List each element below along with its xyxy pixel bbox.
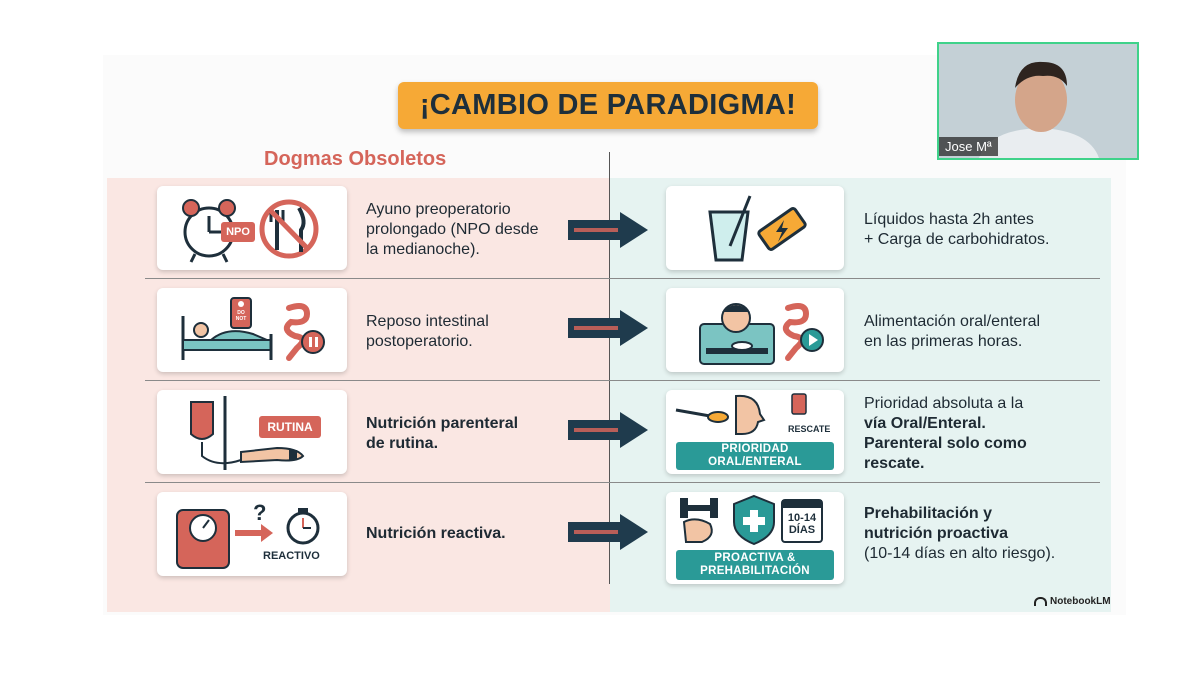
npo-card: NPO — [157, 186, 347, 270]
question-mark-icon: ? — [253, 500, 266, 525]
patient-eating-icon — [699, 303, 775, 365]
glass-water-icon — [708, 195, 752, 262]
row-divider — [145, 380, 1100, 381]
hospital-bed-icon — [181, 316, 273, 360]
row3-left-text: Nutrición parenteral de rutina. — [366, 415, 519, 452]
notebooklm-icon — [1034, 597, 1047, 606]
energy-bar-icon — [757, 207, 807, 251]
arrow-right-icon — [568, 310, 648, 346]
center-divider — [609, 152, 610, 584]
proactiva-bar: PROACTIVA & PREHABILITACIÓN — [676, 550, 834, 580]
participant-name: Jose Mª — [939, 137, 998, 156]
door-hanger-icon — [230, 297, 252, 329]
arrow-right-icon — [568, 412, 648, 448]
liquids-card — [666, 186, 844, 270]
slide-title: ¡CAMBIO DE PARADIGMA! — [398, 82, 818, 129]
intestine-play-icon — [782, 303, 824, 361]
intestine-icon — [283, 303, 325, 361]
row4-right-text: Prehabilitación y nutrición proactiva (1… — [864, 505, 1056, 562]
proactive-card: 10-14 DÍAS PROACTIVA & PREHABILITACIÓN — [666, 492, 844, 584]
row1-right-text: Líquidos hasta 2h antes + Carga de carbo… — [864, 211, 1050, 248]
alarm-clock-icon — [182, 199, 236, 263]
reactivo-label: REACTIVO — [263, 550, 320, 562]
arm-iv-icon — [240, 446, 305, 464]
calendar-text: 10-14 DÍAS — [787, 512, 817, 536]
webcam-video[interactable]: Jose Mª — [937, 42, 1139, 160]
row1-left-text: Ayuno preoperatorio prolongado (NPO desd… — [366, 201, 539, 258]
row2-right-text: Alimentación oral/enteral en las primera… — [864, 313, 1041, 350]
row-divider — [145, 278, 1100, 279]
person-video-icon — [939, 44, 1137, 158]
iv-bag-icon — [190, 396, 242, 470]
shield-plus-icon — [733, 494, 775, 546]
no-food-icon — [259, 199, 319, 259]
bed-rest-card: DO NOT — [157, 288, 347, 372]
face-profile-icon — [735, 394, 766, 435]
iv-bag-small-icon — [791, 393, 807, 415]
scale-icon — [176, 509, 230, 569]
row-divider — [145, 482, 1100, 483]
reactive-card: ? REACTIVO — [157, 492, 347, 576]
rescate-label: RESCATE — [788, 424, 831, 434]
parenteral-card: RUTINA — [157, 390, 347, 474]
row3-right-text: Prioridad absoluta a la vía Oral/Enteral… — [864, 395, 1027, 472]
oral-feeding-card — [666, 288, 844, 372]
oral-priority-card: RESCATE PRIORIDAD ORAL/ENTERAL — [666, 390, 844, 474]
arrow-right-icon — [568, 514, 648, 550]
notebooklm-logo: NotebookLM — [1034, 596, 1111, 607]
spoon-icon — [675, 408, 729, 423]
stopwatch-icon — [286, 508, 320, 545]
arrow-right-icon — [568, 212, 648, 248]
row4-left-text: Nutrición reactiva. — [366, 525, 506, 542]
dumbbell-arm-icon — [680, 498, 718, 543]
prioridad-bar: PRIORIDAD ORAL/ENTERAL — [676, 442, 834, 470]
npo-badge-text: NPO — [226, 226, 250, 238]
left-heading: Dogmas Obsoletos — [264, 148, 447, 170]
door-hanger-text: DO NOT — [235, 310, 247, 322]
calendar-icon — [781, 499, 823, 543]
row2-left-text: Reposo intestinal postoperatorio. — [366, 313, 489, 350]
rutina-badge-text: RUTINA — [267, 420, 313, 434]
arrow-small-icon — [235, 524, 273, 542]
